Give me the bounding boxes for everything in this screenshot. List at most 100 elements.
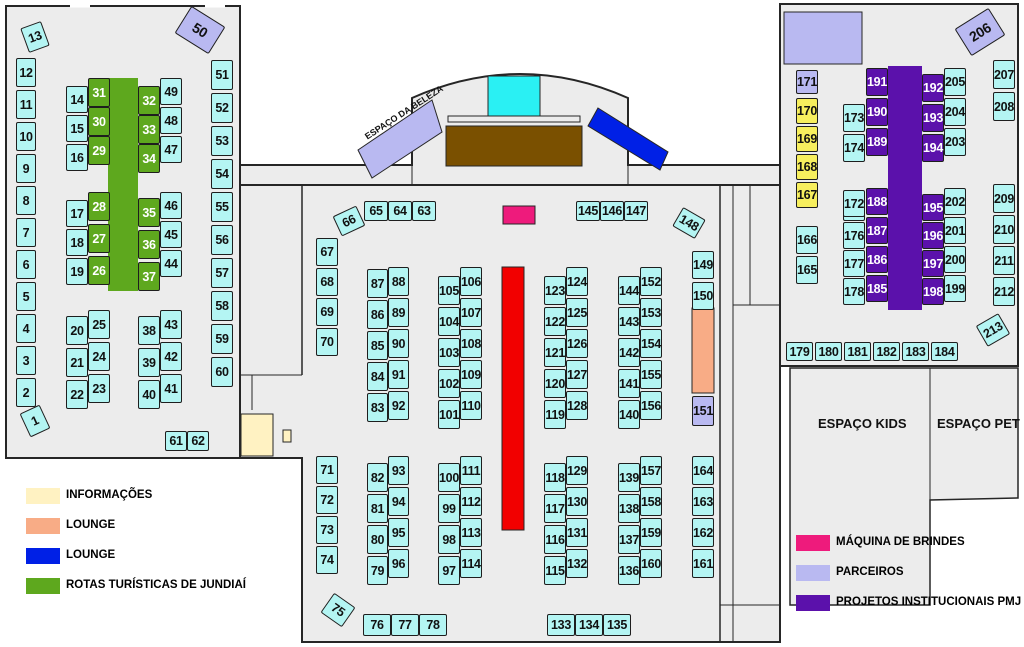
booth-94[interactable]: 94 (388, 487, 409, 516)
booth-41[interactable]: 41 (160, 374, 182, 403)
booth-7[interactable]: 7 (16, 218, 36, 247)
booth-3[interactable]: 3 (16, 346, 36, 375)
booth-199[interactable]: 199 (944, 275, 966, 302)
booth-58[interactable]: 58 (211, 291, 233, 321)
booth-81[interactable]: 81 (367, 494, 388, 523)
booth-145[interactable]: 145 (576, 201, 600, 221)
booth-114[interactable]: 114 (460, 549, 482, 578)
booth-23[interactable]: 23 (88, 374, 110, 403)
booth-20[interactable]: 20 (66, 316, 88, 345)
booth-19[interactable]: 19 (66, 258, 88, 285)
booth-11[interactable]: 11 (16, 90, 36, 119)
booth-100[interactable]: 100 (438, 463, 460, 492)
booth-156[interactable]: 156 (640, 391, 662, 420)
booth-47[interactable]: 47 (160, 136, 182, 163)
booth-87[interactable]: 87 (367, 269, 388, 298)
booth-186[interactable]: 186 (866, 246, 888, 273)
booth-105[interactable]: 105 (438, 276, 460, 305)
booth-37[interactable]: 37 (138, 262, 160, 291)
booth-69[interactable]: 69 (316, 298, 338, 326)
booth-22[interactable]: 22 (66, 380, 88, 409)
booth-30[interactable]: 30 (88, 107, 110, 136)
booth-52[interactable]: 52 (211, 93, 233, 123)
booth-158[interactable]: 158 (640, 487, 662, 516)
booth-72[interactable]: 72 (316, 486, 338, 514)
booth-63[interactable]: 63 (412, 201, 436, 221)
booth-198[interactable]: 198 (922, 278, 944, 305)
booth-134[interactable]: 134 (575, 614, 603, 636)
booth-133[interactable]: 133 (547, 614, 575, 636)
booth-96[interactable]: 96 (388, 549, 409, 578)
booth-67[interactable]: 67 (316, 238, 338, 266)
booth-26[interactable]: 26 (88, 256, 110, 285)
booth-73[interactable]: 73 (316, 516, 338, 544)
booth-39[interactable]: 39 (138, 348, 160, 377)
booth-130[interactable]: 130 (566, 487, 588, 516)
booth-188[interactable]: 188 (866, 188, 888, 215)
booth-149[interactable]: 149 (692, 251, 714, 279)
booth-68[interactable]: 68 (316, 268, 338, 296)
booth-48[interactable]: 48 (160, 107, 182, 134)
booth-8[interactable]: 8 (16, 186, 36, 215)
booth-113[interactable]: 113 (460, 518, 482, 547)
booth-83[interactable]: 83 (367, 393, 388, 422)
booth-190[interactable]: 190 (866, 98, 888, 126)
booth-29[interactable]: 29 (88, 136, 110, 165)
booth-36[interactable]: 36 (138, 230, 160, 259)
booth-104[interactable]: 104 (438, 307, 460, 336)
booth-2[interactable]: 2 (16, 378, 36, 407)
booth-4[interactable]: 4 (16, 314, 36, 343)
booth-132[interactable]: 132 (566, 549, 588, 578)
booth-17[interactable]: 17 (66, 200, 88, 227)
booth-101[interactable]: 101 (438, 400, 460, 429)
booth-65[interactable]: 65 (364, 201, 388, 221)
booth-111[interactable]: 111 (460, 456, 482, 485)
booth-117[interactable]: 117 (544, 494, 566, 523)
booth-44[interactable]: 44 (160, 250, 182, 277)
booth-91[interactable]: 91 (388, 360, 409, 389)
booth-119[interactable]: 119 (544, 400, 566, 429)
booth-82[interactable]: 82 (367, 463, 388, 492)
booth-61[interactable]: 61 (165, 431, 187, 451)
booth-24[interactable]: 24 (88, 342, 110, 371)
booth-93[interactable]: 93 (388, 456, 409, 485)
booth-159[interactable]: 159 (640, 518, 662, 547)
booth-99[interactable]: 99 (438, 494, 460, 523)
booth-146[interactable]: 146 (600, 201, 624, 221)
booth-128[interactable]: 128 (566, 391, 588, 420)
booth-115[interactable]: 115 (544, 556, 566, 585)
booth-53[interactable]: 53 (211, 126, 233, 156)
booth-34[interactable]: 34 (138, 144, 160, 173)
booth-129[interactable]: 129 (566, 456, 588, 485)
booth-137[interactable]: 137 (618, 525, 640, 554)
booth-180[interactable]: 180 (815, 342, 842, 361)
booth-80[interactable]: 80 (367, 525, 388, 554)
booth-86[interactable]: 86 (367, 300, 388, 329)
booth-166[interactable]: 166 (796, 226, 818, 254)
booth-9[interactable]: 9 (16, 154, 36, 183)
booth-154[interactable]: 154 (640, 329, 662, 358)
booth-131[interactable]: 131 (566, 518, 588, 547)
booth-201[interactable]: 201 (944, 217, 966, 244)
booth-97[interactable]: 97 (438, 556, 460, 585)
booth-112[interactable]: 112 (460, 487, 482, 516)
booth-71[interactable]: 71 (316, 456, 338, 484)
booth-35[interactable]: 35 (138, 198, 160, 227)
booth-155[interactable]: 155 (640, 360, 662, 389)
booth-74[interactable]: 74 (316, 546, 338, 574)
booth-173[interactable]: 173 (843, 104, 865, 132)
booth-202[interactable]: 202 (944, 188, 966, 215)
booth-10[interactable]: 10 (16, 122, 36, 151)
booth-176[interactable]: 176 (843, 222, 865, 249)
booth-18[interactable]: 18 (66, 229, 88, 256)
booth-92[interactable]: 92 (388, 391, 409, 420)
booth-189[interactable]: 189 (866, 128, 888, 156)
booth-31[interactable]: 31 (88, 78, 110, 107)
booth-193[interactable]: 193 (922, 104, 944, 132)
booth-209[interactable]: 209 (993, 184, 1015, 213)
booth-109[interactable]: 109 (460, 360, 482, 389)
booth-143[interactable]: 143 (618, 307, 640, 336)
booth-89[interactable]: 89 (388, 298, 409, 327)
booth-46[interactable]: 46 (160, 192, 182, 219)
booth-110[interactable]: 110 (460, 391, 482, 420)
